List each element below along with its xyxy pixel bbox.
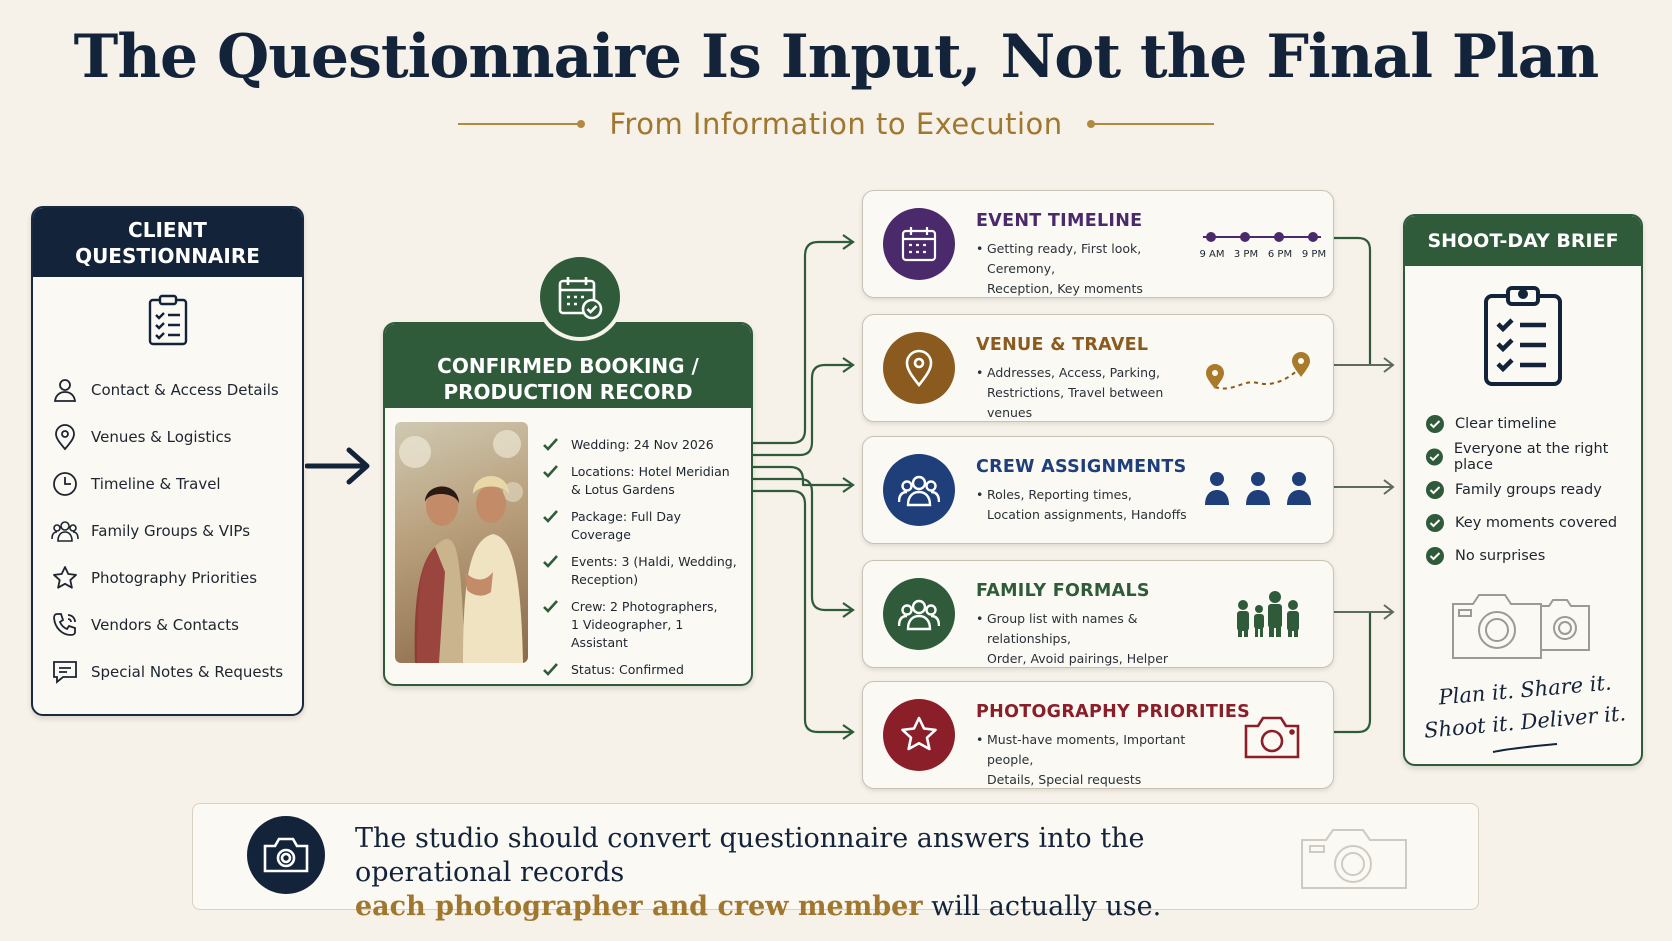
clock-icon bbox=[53, 471, 77, 496]
page-subtitle: From Information to Execution bbox=[609, 107, 1063, 141]
connector-to-photo-priorities bbox=[753, 489, 852, 734]
brief-header: SHOOT-DAY BRIEF bbox=[1405, 216, 1641, 266]
timeline-illustration bbox=[1203, 232, 1321, 242]
brief-checklist: Clear timeline Everyone at the right pla… bbox=[1425, 407, 1641, 572]
photography-priorities-card: PHOTOGRAPHY PRIORITIES Must-have moments… bbox=[862, 681, 1334, 789]
route-illustration bbox=[1206, 352, 1310, 390]
clipboard-checklist-icon bbox=[1484, 286, 1562, 386]
message-icon bbox=[53, 660, 77, 684]
page-title: The Questionnaire Is Input, Not the Fina… bbox=[73, 22, 1600, 92]
list-item: Family groups ready bbox=[1425, 473, 1641, 506]
photography-priorities-description: Must-have moments, Important people,Deta… bbox=[976, 730, 1201, 790]
connector-photo-to-brief bbox=[1334, 612, 1372, 734]
booking-details-list: Wedding: 24 Nov 2026 Locations: Hotel Me… bbox=[543, 436, 743, 684]
subtitle-row: From Information to Execution bbox=[0, 104, 1672, 144]
calendar-check-icon bbox=[536, 253, 624, 341]
timeline-tick: 3 PM bbox=[1233, 249, 1259, 260]
summary-banner: The studio should convert questionnaire … bbox=[192, 803, 1479, 922]
flow-arrow-icon bbox=[305, 447, 370, 485]
list-item: Crew: 2 Photographers,1 Videographer, 1 … bbox=[543, 598, 743, 652]
list-item: Status: Confirmed bbox=[543, 661, 743, 679]
list-item: Locations: Hotel Meridian& Lotus Gardens bbox=[543, 463, 743, 499]
timeline-tick: 6 PM bbox=[1267, 249, 1293, 260]
list-item: Photography Priorities bbox=[51, 554, 283, 601]
cameras-sketch-icon bbox=[1452, 594, 1590, 659]
arrow-venue-to-brief bbox=[1334, 357, 1395, 373]
check-icon bbox=[543, 510, 558, 523]
star-icon bbox=[883, 699, 955, 771]
list-item: Package: Full Day Coverage bbox=[543, 508, 743, 544]
arrow-family-to-brief bbox=[1334, 604, 1395, 620]
group-icon bbox=[51, 520, 79, 542]
family-formals-description: Group list with names & relationships,Or… bbox=[976, 609, 1201, 669]
check-icon bbox=[543, 438, 558, 451]
family-group-illustration bbox=[1237, 591, 1299, 637]
check-icon bbox=[543, 555, 558, 568]
timeline-tick: 9 PM bbox=[1301, 249, 1327, 260]
camera-icon bbox=[247, 816, 325, 894]
summary-text: The studio should convert questionnaire … bbox=[355, 823, 1162, 922]
clipboard-icon bbox=[148, 294, 188, 346]
location-pin-icon bbox=[55, 423, 75, 450]
crew-people-illustration bbox=[1205, 472, 1311, 505]
list-item: No surprises bbox=[1425, 539, 1641, 572]
list-item: Key moments covered bbox=[1425, 506, 1641, 539]
confirmed-booking-card: CONFIRMED BOOKING / PRODUCTION RECORD We… bbox=[383, 322, 753, 686]
questionnaire-header: CLIENT QUESTIONNAIRE bbox=[33, 208, 302, 277]
check-icon bbox=[543, 600, 558, 613]
check-circle-icon bbox=[1426, 546, 1444, 565]
person-icon bbox=[53, 378, 77, 402]
questionnaire-list: Contact & Access Details Venues & Logist… bbox=[51, 366, 283, 695]
tagline-underline bbox=[1492, 743, 1558, 753]
check-circle-icon bbox=[1426, 414, 1444, 433]
crew-assignments-card: CREW ASSIGNMENTS Roles, Reporting times,… bbox=[862, 436, 1334, 544]
check-icon bbox=[543, 663, 558, 676]
list-item: Special Notes & Requests bbox=[51, 648, 283, 695]
event-timeline-description: Getting ready, First look, Ceremony,Rece… bbox=[976, 239, 1201, 299]
connector-to-crew-assignments bbox=[753, 465, 852, 487]
venue-travel-card: VENUE & TRAVEL Addresses, Access, Parkin… bbox=[862, 314, 1334, 422]
subtitle-divider-left bbox=[458, 120, 586, 128]
group-icon bbox=[883, 454, 955, 526]
check-circle-icon bbox=[1426, 480, 1444, 499]
connector-to-event-timeline bbox=[753, 240, 852, 445]
shoot-day-brief-card: SHOOT-DAY BRIEF Clear timeline Everyone … bbox=[1403, 214, 1643, 766]
check-circle-icon bbox=[1426, 513, 1444, 532]
list-item: Clear timeline bbox=[1425, 407, 1641, 440]
arrow-crew-to-brief bbox=[1334, 479, 1395, 495]
couple-photo bbox=[395, 422, 528, 663]
crew-assignments-description: Roles, Reporting times,Location assignme… bbox=[976, 485, 1201, 525]
check-icon bbox=[543, 465, 558, 478]
list-item: Timeline & Travel bbox=[51, 460, 283, 507]
list-item: Everyone at the right place bbox=[1425, 440, 1641, 473]
event-timeline-card: EVENT TIMELINE Getting ready, First look… bbox=[862, 190, 1334, 298]
group-icon bbox=[883, 578, 955, 650]
calendar-icon bbox=[883, 208, 955, 280]
venue-travel-description: Addresses, Access, Parking,Restrictions,… bbox=[976, 363, 1201, 423]
camera-watermark-icon bbox=[1301, 829, 1407, 889]
phone-icon bbox=[53, 612, 76, 636]
location-pin-icon bbox=[883, 332, 955, 404]
check-circle-icon bbox=[1425, 447, 1443, 466]
family-formals-card: FAMILY FORMALS Group list with names & r… bbox=[862, 560, 1334, 668]
camera-icon bbox=[1244, 716, 1300, 759]
list-item: Venues & Logistics bbox=[51, 413, 283, 460]
connector-to-family-formals bbox=[753, 477, 852, 612]
connector-to-venue-travel bbox=[753, 363, 852, 457]
connector-event-to-brief bbox=[1334, 236, 1372, 365]
list-item: Wedding: 24 Nov 2026 bbox=[543, 436, 743, 454]
timeline-tick: 9 AM bbox=[1199, 249, 1225, 260]
star-icon bbox=[53, 565, 77, 589]
client-questionnaire-card: CLIENT QUESTIONNAIRE Contact & Access De… bbox=[31, 206, 304, 716]
list-item: Family Groups & VIPs bbox=[51, 507, 283, 554]
list-item: Vendors & Contacts bbox=[51, 601, 283, 648]
list-item: Events: 3 (Haldi, Wedding,Reception) bbox=[543, 553, 743, 589]
list-item: Contact & Access Details bbox=[51, 366, 283, 413]
subtitle-divider-right bbox=[1086, 120, 1214, 128]
connector-arrowheads bbox=[842, 234, 855, 740]
